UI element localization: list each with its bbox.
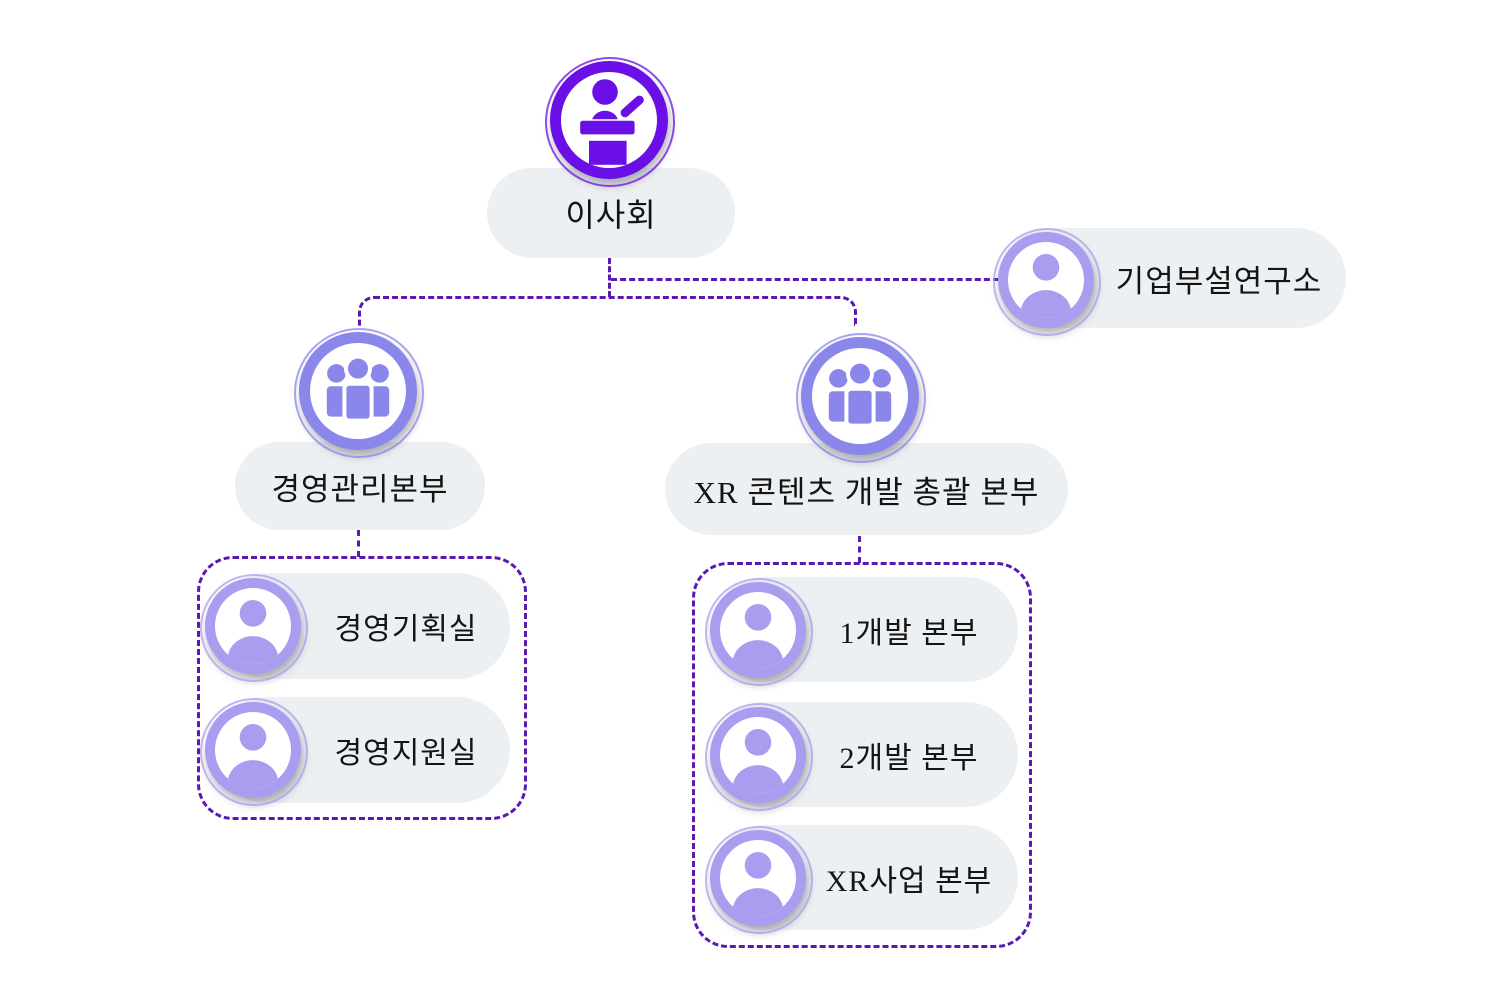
board-badge bbox=[550, 61, 668, 179]
group-box-management bbox=[197, 556, 527, 820]
mgmt-support-badge bbox=[205, 702, 301, 798]
board-label: 이사회 bbox=[565, 197, 657, 233]
person-icon bbox=[215, 588, 291, 664]
group-box-xr bbox=[692, 562, 1032, 948]
connector-xr-to-box bbox=[858, 536, 861, 563]
person-icon bbox=[720, 840, 796, 916]
research-lab-label: 기업부설연구소 bbox=[1115, 263, 1323, 299]
research-lab-badge bbox=[998, 232, 1094, 328]
connector-mgmt-to-box bbox=[357, 530, 360, 557]
dev1-label: 1개발 본부 bbox=[839, 616, 979, 650]
xr-business-badge bbox=[710, 830, 806, 926]
xr-business-label: XR사업 본부 bbox=[825, 864, 993, 898]
people-group-icon bbox=[310, 343, 406, 439]
mgmt-support-label: 경영지원실 bbox=[334, 737, 478, 770]
dev2-label: 2개발 본부 bbox=[839, 741, 979, 775]
person-icon bbox=[720, 592, 796, 668]
connector-divisions-bracket bbox=[358, 296, 857, 326]
mgmt-planning-label: 경영기획실 bbox=[334, 613, 478, 646]
management-division-label: 경영관리본부 bbox=[271, 471, 449, 507]
person-icon bbox=[215, 712, 291, 788]
management-division-badge bbox=[299, 332, 417, 450]
person-icon bbox=[720, 717, 796, 793]
connector-board-down bbox=[608, 258, 611, 297]
person-icon bbox=[1008, 242, 1084, 318]
dev2-badge bbox=[710, 707, 806, 803]
dev1-badge bbox=[710, 582, 806, 678]
people-group-icon bbox=[812, 348, 908, 444]
mgmt-planning-badge bbox=[205, 578, 301, 674]
xr-division-badge bbox=[801, 337, 919, 455]
xr-division-label: XR 콘텐츠 개발 총괄 본부 bbox=[693, 474, 1040, 510]
connector-board-to-research bbox=[611, 278, 999, 281]
podium-speaker-icon bbox=[561, 72, 657, 168]
xr-division-pill: XR 콘텐츠 개발 총괄 본부 bbox=[665, 443, 1068, 535]
